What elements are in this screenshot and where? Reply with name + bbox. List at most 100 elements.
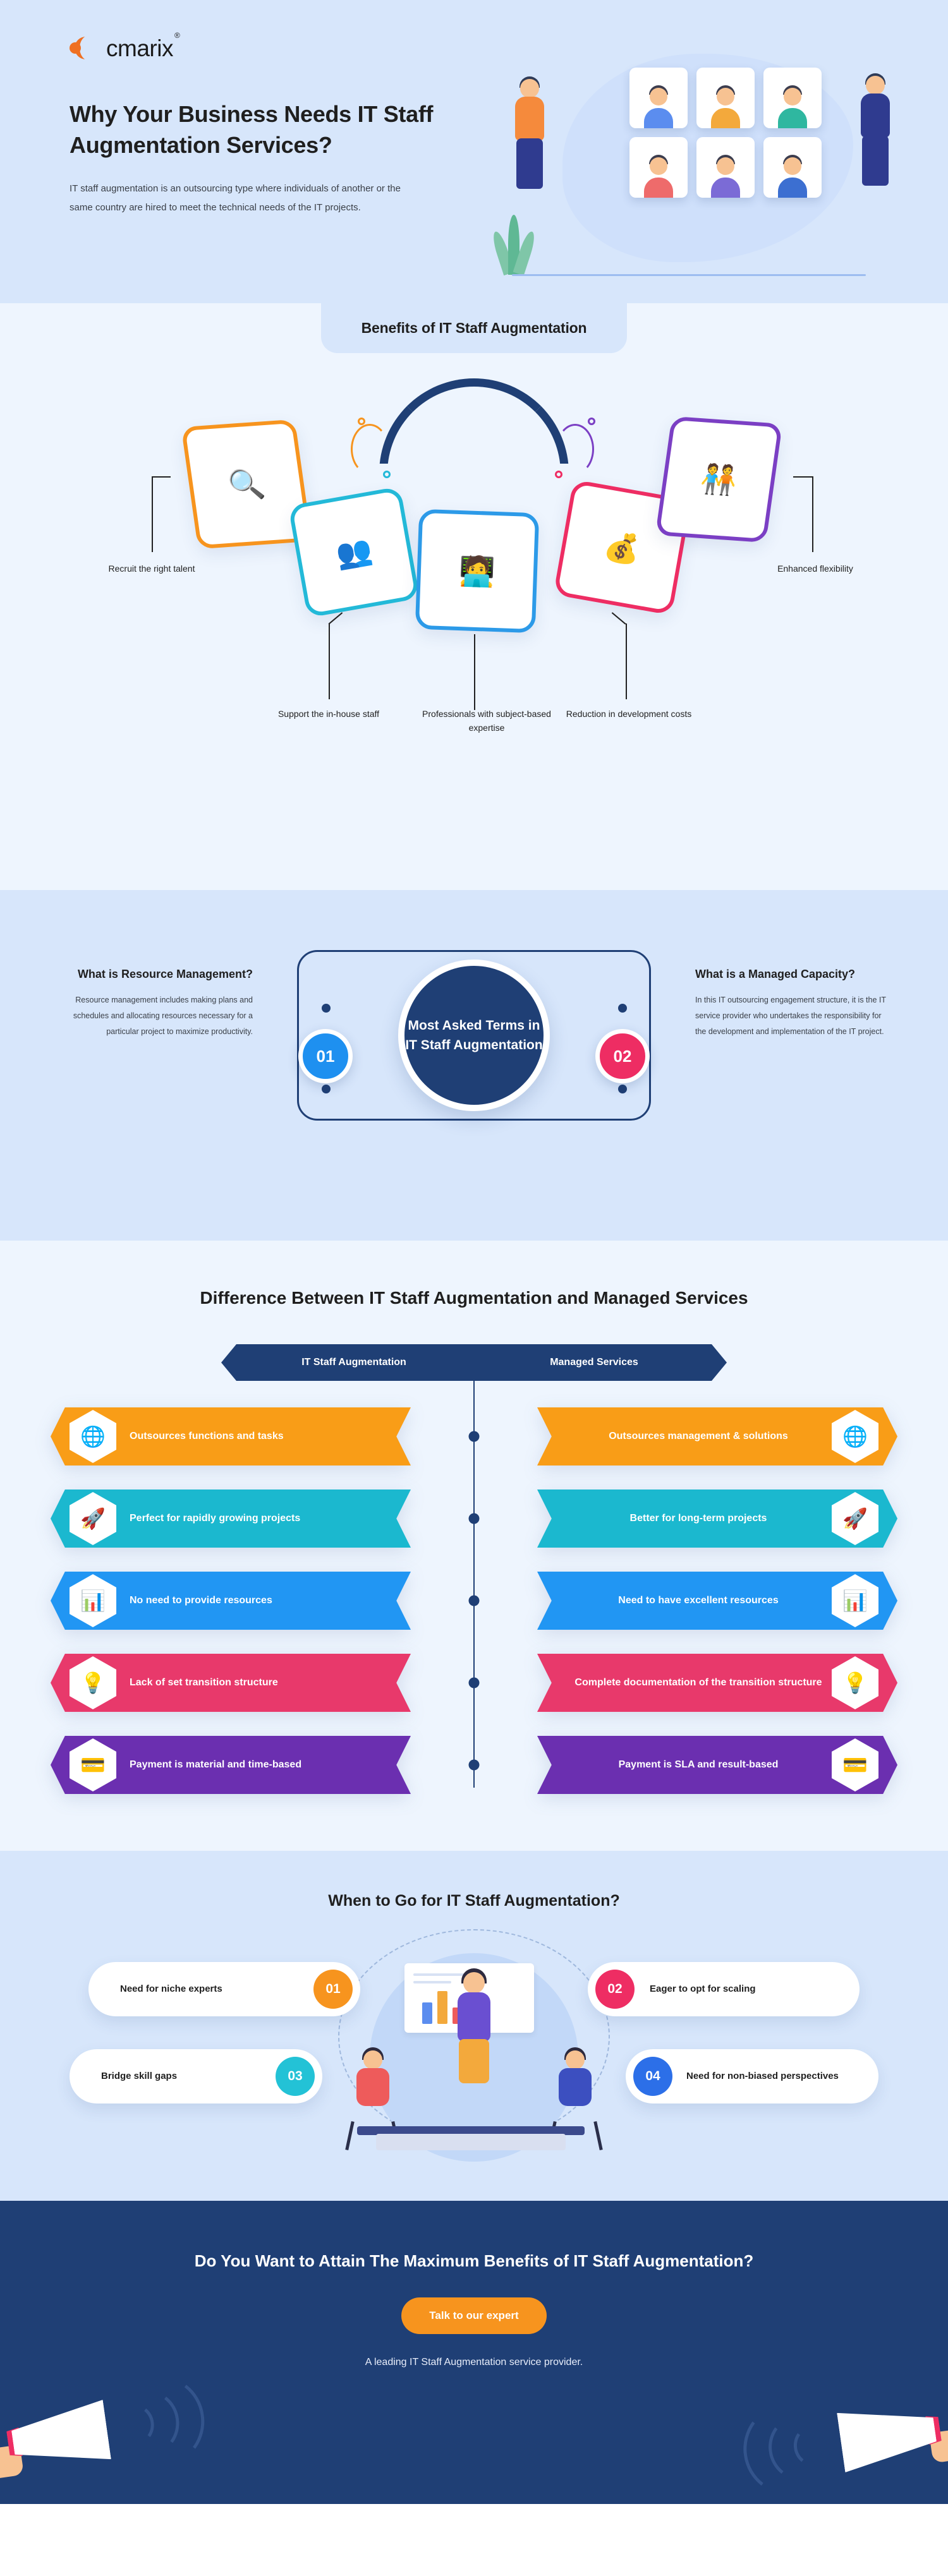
chip-left-3[interactable]: 📊 No need to provide resources: [51, 1572, 411, 1630]
rocket-growth-icon: 🚀: [832, 1492, 878, 1545]
person-card: [763, 137, 822, 198]
terms-section: Most Asked Terms in IT Staff Augmentatio…: [0, 890, 948, 1241]
when-pill-3[interactable]: Bridge skill gaps 03: [70, 2049, 322, 2104]
difference-title: Difference Between IT Staff Augmentation…: [200, 1288, 748, 1308]
difference-rows: 🌐 Outsources functions and tasks 🌐 Outso…: [51, 1381, 897, 1794]
benefit-card-2[interactable]: 👥: [288, 486, 420, 618]
benefit-card-3[interactable]: 🧑‍💻: [415, 509, 540, 634]
center-spine-line: [473, 1381, 475, 1788]
chip-right-label-5: Payment is SLA and result-based: [618, 1759, 779, 1771]
term-left-panel: What is Resource Management? Resource ma…: [57, 966, 253, 1040]
chip-left-label-2: Perfect for rapidly growing projects: [130, 1513, 301, 1524]
terms-center-title: Most Asked Terms in IT Staff Augmentatio…: [405, 1018, 543, 1053]
bracket-dot: [618, 1004, 627, 1013]
cost-reduction-icon: 💰: [602, 527, 643, 567]
org-chart-globe-icon: 🌐: [832, 1410, 878, 1463]
plant-decoration-icon: [490, 205, 538, 276]
bracket-dot: [618, 1085, 627, 1093]
meeting-illustration: [338, 1948, 610, 2151]
spine-dot: [468, 1759, 480, 1771]
idea-bulb-structure-icon: 💡: [832, 1656, 878, 1709]
chip-left-2[interactable]: 🚀 Perfect for rapidly growing projects: [51, 1490, 411, 1548]
payment-people-icon: 💳: [832, 1738, 878, 1791]
spine-dot: [468, 1431, 480, 1442]
trademark-symbol: ®: [174, 30, 180, 40]
flexible-team-icon: 🧑‍🤝‍🧑: [698, 462, 739, 497]
bracket-dot: [322, 1085, 331, 1093]
chip-right-label-4: Complete documentation of the transition…: [574, 1677, 822, 1688]
chip-left-label-3: No need to provide resources: [130, 1595, 272, 1606]
table-row: 🌐 Outsources functions and tasks 🌐 Outso…: [51, 1407, 897, 1466]
person-card: [763, 68, 822, 128]
table-row: 💳 Payment is material and time-based 💳 P…: [51, 1736, 897, 1794]
term-right-body: In this IT outsourcing engagement struct…: [695, 996, 886, 1037]
bracket-dot: [322, 1004, 331, 1013]
when-title: When to Go for IT Staff Augmentation?: [328, 1892, 620, 1910]
chip-right-2[interactable]: 🚀 Better for long-term projects: [537, 1490, 897, 1548]
connector-dot: [358, 418, 365, 425]
column-header-right: Managed Services: [474, 1344, 727, 1381]
difference-column-headers: IT Staff Augmentation Managed Services: [0, 1344, 948, 1381]
infographic-page: cmarix® Why Your Business Needs IT Staff…: [0, 0, 948, 2504]
expert-gear-icon: 🧑‍💻: [458, 554, 496, 588]
chip-left-label-1: Outsources functions and tasks: [130, 1431, 284, 1442]
chip-right-5[interactable]: 💳 Payment is SLA and result-based: [537, 1736, 897, 1794]
when-diagram: Need for niche experts 01 02 Eager to op…: [32, 1923, 916, 2163]
term-right-panel: What is a Managed Capacity? In this IT o…: [695, 966, 891, 1040]
hero-title: Why Your Business Needs IT Staff Augment…: [70, 101, 434, 158]
terms-bracket-outline: [297, 950, 651, 1121]
cta-subtext: A leading IT Staff Augmentation service …: [365, 2356, 583, 2368]
when-section: When to Go for IT Staff Augmentation?: [0, 1851, 948, 2201]
difference-section: Difference Between IT Staff Augmentation…: [0, 1241, 948, 1851]
spine-dot: [468, 1513, 480, 1524]
when-label-4: Need for non-biased perspectives: [686, 2070, 839, 2081]
chip-left-4[interactable]: 💡 Lack of set transition structure: [51, 1654, 411, 1712]
talk-to-expert-button[interactable]: Talk to our expert: [401, 2297, 547, 2334]
chip-right-label-2: Better for long-term projects: [629, 1513, 767, 1524]
brand-logo[interactable]: cmarix®: [70, 31, 916, 63]
column-header-left: IT Staff Augmentation: [221, 1344, 474, 1381]
megaphone-right-icon: [738, 2398, 948, 2501]
chip-left-5[interactable]: 💳 Payment is material and time-based: [51, 1736, 411, 1794]
benefit-label-3: Professionals with subject-based experti…: [422, 709, 551, 733]
term-left-heading: What is Resource Management?: [77, 968, 253, 980]
chip-right-4[interactable]: 💡 Complete documentation of the transiti…: [537, 1654, 897, 1712]
chip-left-label-4: Lack of set transition structure: [130, 1677, 278, 1688]
connector-dot: [555, 471, 562, 478]
chip-left-label-5: Payment is material and time-based: [130, 1759, 302, 1771]
when-pill-2[interactable]: 02 Eager to opt for scaling: [588, 1962, 860, 2016]
spine-dot: [468, 1677, 480, 1688]
benefit-card-5[interactable]: 🧑‍🤝‍🧑: [655, 416, 783, 543]
chip-right-label-1: Outsources management & solutions: [609, 1431, 788, 1442]
when-label-1: Need for niche experts: [120, 1983, 222, 1994]
ground-line: [512, 274, 866, 276]
person-card: [629, 68, 688, 128]
person-presenter: [449, 1968, 499, 2086]
when-number-4: 04: [633, 2057, 672, 2096]
when-number-2: 02: [595, 1970, 635, 2009]
benefits-title: Benefits of IT Staff Augmentation: [320, 303, 628, 353]
person-seated-right: [547, 2047, 604, 2151]
magnifier-briefcase-icon: 🔍: [226, 466, 267, 502]
team-group-icon: 👥: [333, 533, 375, 572]
when-pill-4[interactable]: 04 Need for non-biased perspectives: [626, 2049, 878, 2104]
spine-dot: [468, 1595, 480, 1606]
table-row: 📊 No need to provide resources 📊 Need to…: [51, 1572, 897, 1630]
brand-name: cmarix®: [106, 31, 180, 62]
chip-left-1[interactable]: 🌐 Outsources functions and tasks: [51, 1407, 411, 1466]
person-card: [696, 137, 755, 198]
chip-right-1[interactable]: 🌐 Outsources management & solutions: [537, 1407, 897, 1466]
connector-curve: [351, 424, 389, 474]
desk-base: [376, 2134, 566, 2150]
term-number-02: 02: [595, 1029, 650, 1083]
benefit-label-1: Recruit the right talent: [108, 563, 195, 574]
cmarix-logo-icon: [70, 35, 99, 63]
chip-right-3[interactable]: 📊 Need to have excellent resources: [537, 1572, 897, 1630]
person-card: [696, 68, 755, 128]
when-number-3: 03: [276, 2057, 315, 2096]
person-standing-left: [504, 76, 555, 199]
presentation-chart-icon: 📊: [832, 1574, 878, 1627]
when-pill-1[interactable]: Need for niche experts 01: [88, 1962, 360, 2016]
cta-title: Do You Want to Attain The Maximum Benefi…: [194, 2251, 754, 2270]
term-left-body: Resource management includes making plan…: [73, 996, 253, 1037]
